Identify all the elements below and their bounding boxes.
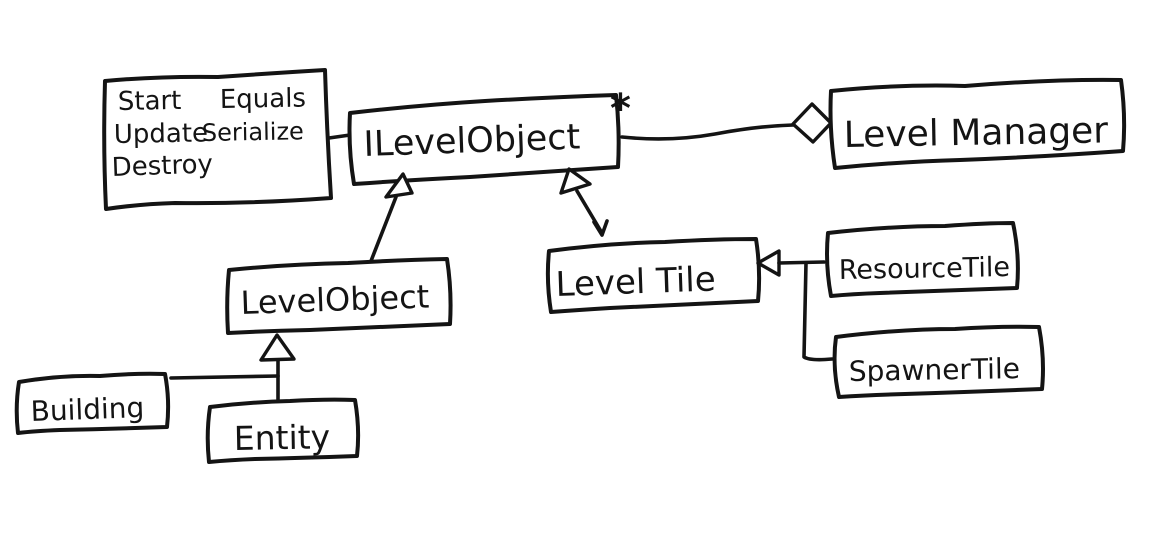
generalization-building-entity-levelobject	[169, 333, 296, 401]
entity-label: Entity	[233, 417, 330, 458]
method-destroy-label: Destroy	[111, 149, 213, 183]
generalization-levelobject-ilevelobject	[369, 172, 414, 263]
aggregation-line	[620, 123, 795, 141]
resourcetile-outline	[825, 221, 1020, 298]
class-box-spawnertile: SpawnerTile	[832, 324, 1045, 399]
generalization-line-1	[369, 195, 398, 263]
generalization-tiles-leveltile	[756, 249, 834, 362]
building-label: Building	[30, 391, 145, 428]
inheritance-arrow-icon-2	[559, 167, 592, 195]
small-arrowhead-icon	[592, 219, 609, 237]
class-box-building: Building	[14, 371, 171, 435]
class-box-levelmanager: Level Manager	[828, 77, 1127, 170]
building-outline	[14, 371, 171, 435]
aggregation-relation: *	[610, 86, 833, 144]
levelmanager-label: Level Manager	[843, 110, 1108, 156]
levelobject-label: LevelObject	[240, 277, 430, 322]
inheritance-arrow-icon-3	[756, 249, 781, 277]
leveltile-label: Level Tile	[555, 259, 716, 305]
levelmanager-outline	[828, 77, 1127, 170]
aggregation-diamond-icon	[791, 102, 833, 144]
building-horizontal-line	[169, 374, 280, 380]
ilevelobject-outline	[347, 93, 621, 186]
class-box-resourcetile: ResourceTile	[825, 221, 1020, 298]
generalization-leveltile-ilevelobject	[559, 167, 609, 237]
multiplicity-star-label: *	[610, 86, 631, 132]
inheritance-arrow-icon-4	[259, 333, 296, 362]
class-box-levelobject: LevelObject	[225, 257, 453, 335]
interface-methods-note-box: Start Equals Update Serialize Destroy	[102, 68, 333, 211]
resourcetile-label: ResourceTile	[839, 252, 1011, 286]
note-connector-line	[327, 133, 352, 140]
tiles-horizontal-line	[777, 260, 826, 265]
class-box-entity: Entity	[205, 397, 361, 464]
method-serialize-label: Serialize	[202, 117, 304, 147]
entity-outline	[205, 397, 361, 464]
tiles-branch-line	[802, 261, 834, 362]
class-box-ilevelobject: ILevelObject	[347, 93, 621, 186]
spawnertile-label: SpawnerTile	[849, 352, 1021, 388]
inheritance-arrow-icon-1	[384, 172, 414, 199]
note-box-outline	[102, 68, 333, 211]
levelobject-outline	[225, 257, 453, 335]
ilevelobject-label: ILevelObject	[363, 117, 581, 165]
method-equals-label: Equals	[220, 84, 307, 115]
method-update-label: Update	[114, 118, 209, 150]
spawnertile-outline	[832, 324, 1045, 399]
leveltile-outline	[545, 237, 762, 314]
class-box-leveltile: Level Tile	[545, 237, 762, 314]
method-start-label: Start	[118, 86, 182, 117]
